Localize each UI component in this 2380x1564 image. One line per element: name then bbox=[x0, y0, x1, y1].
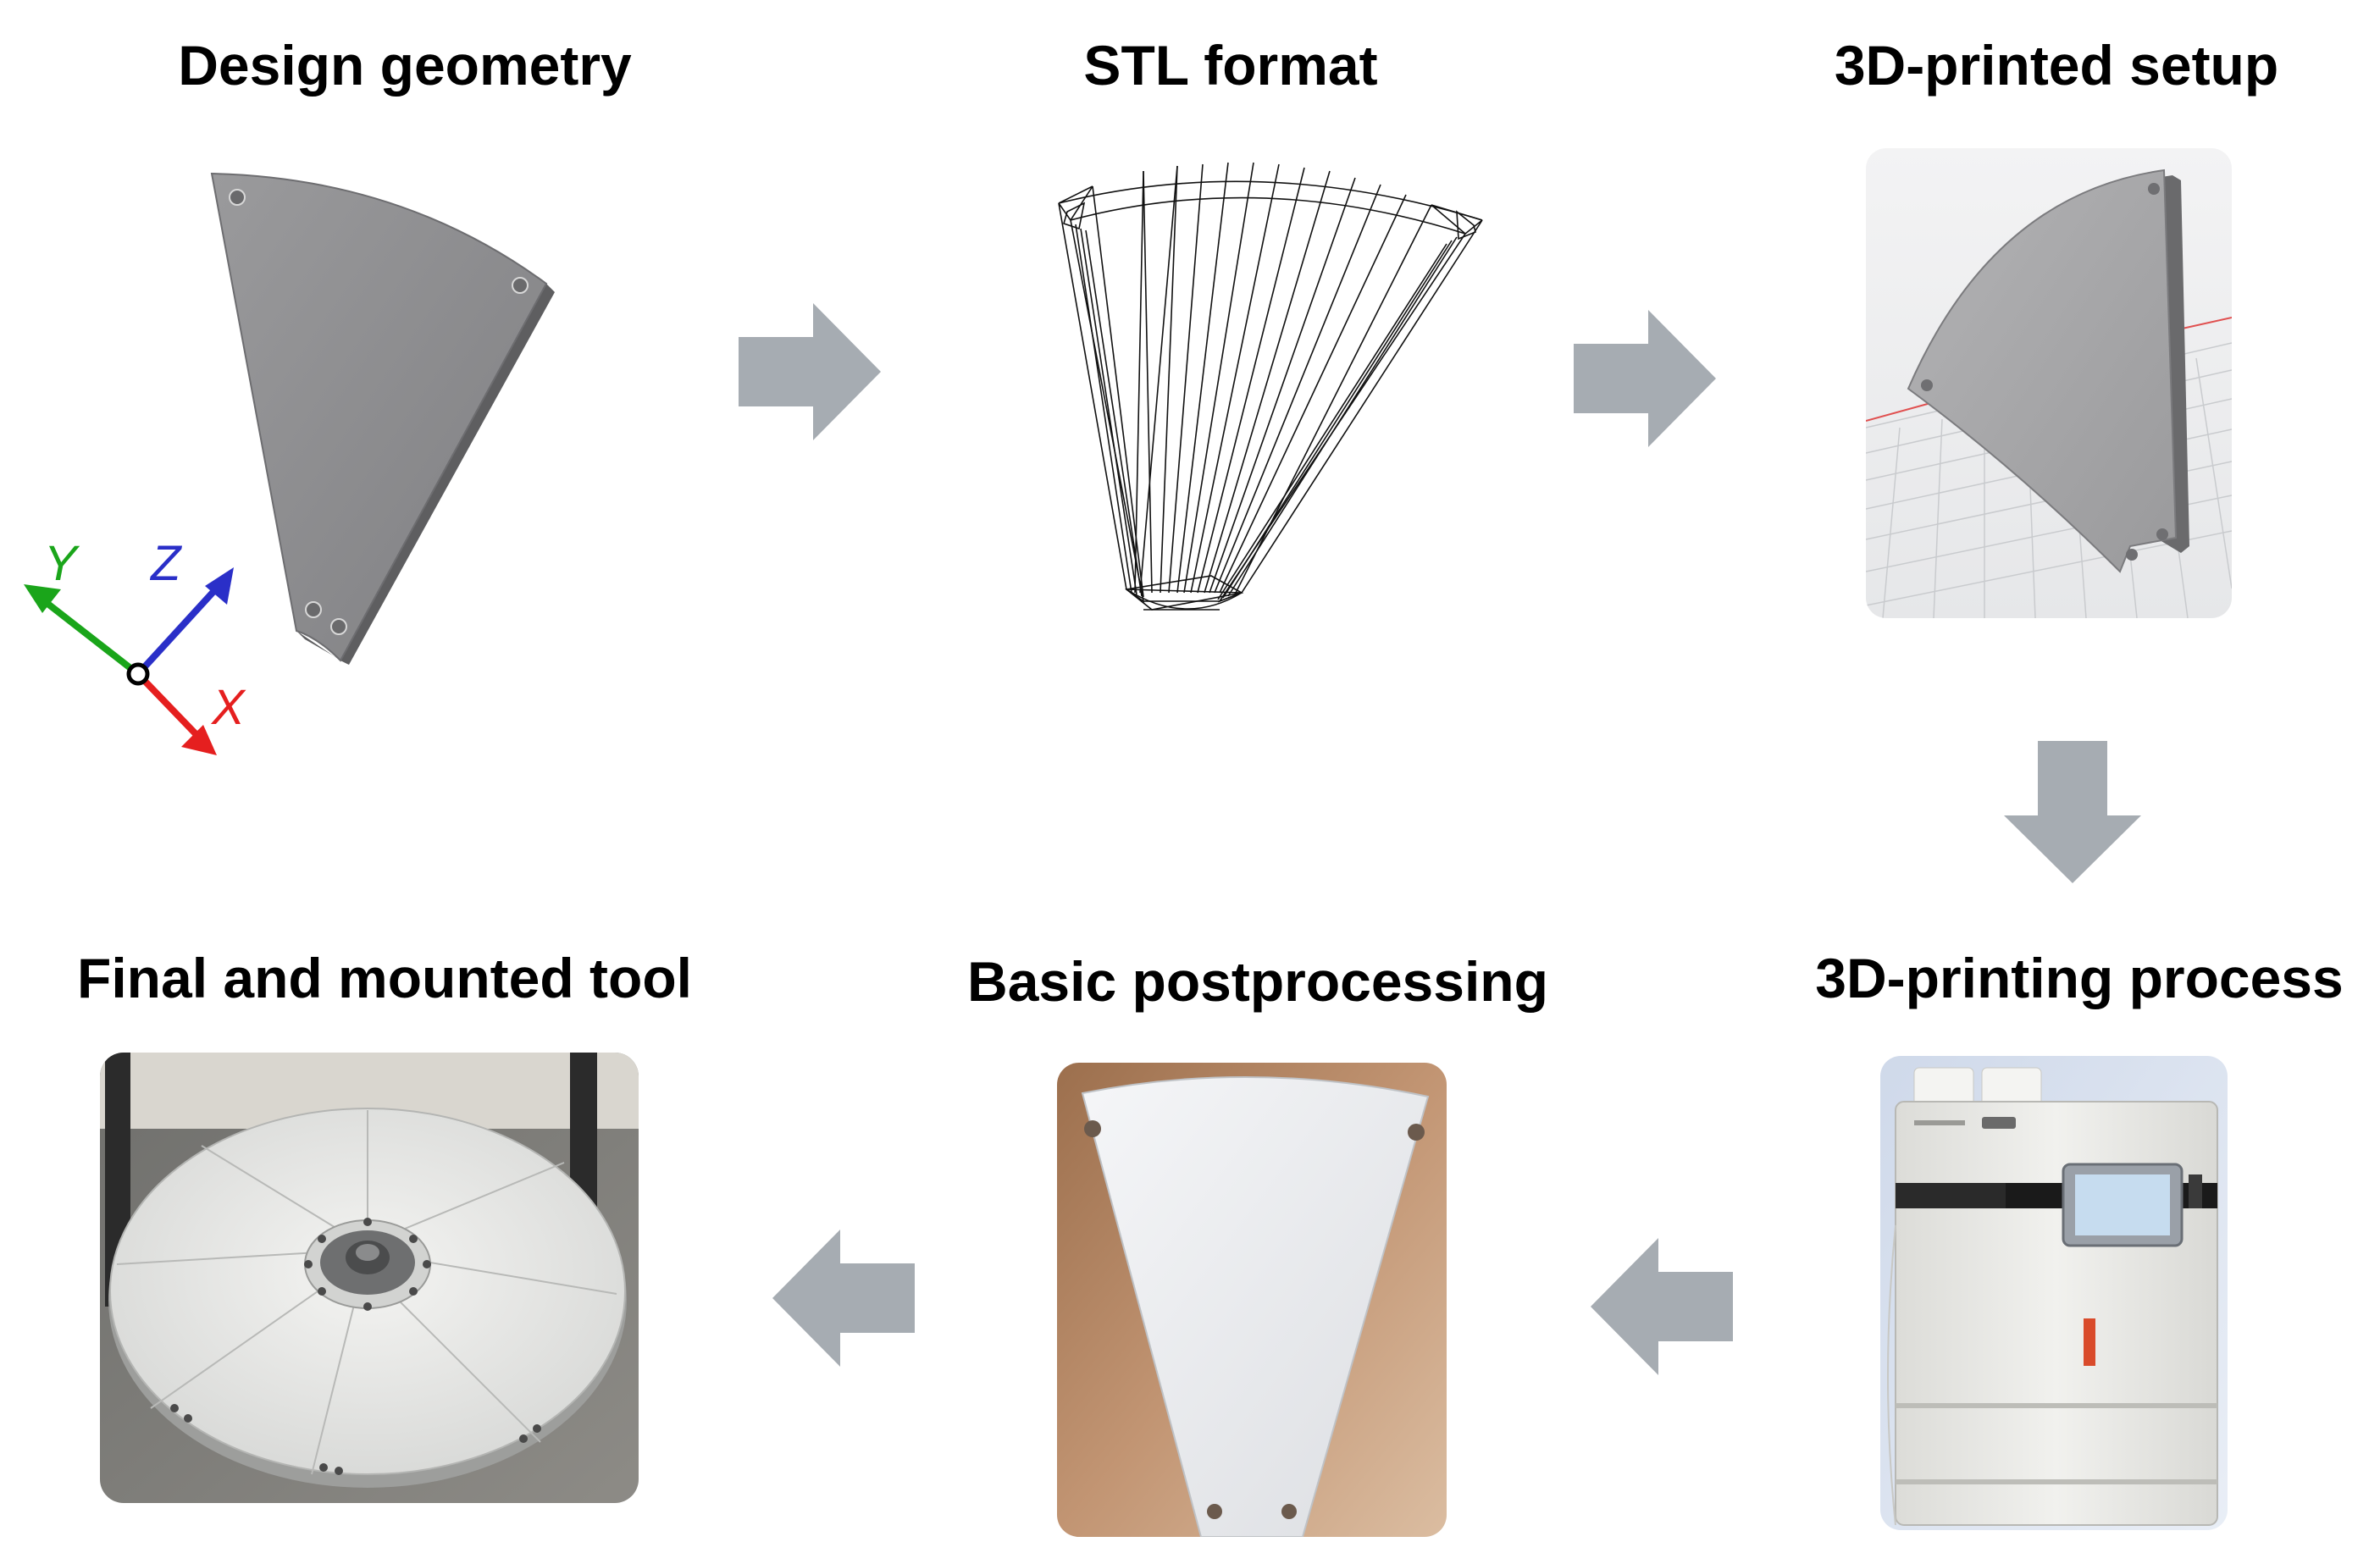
coordinate-axes-icon bbox=[24, 567, 234, 755]
title-stl-format: STL format bbox=[1083, 34, 1378, 97]
postprocessed-part-photo bbox=[1057, 1063, 1447, 1537]
axis-z-label: Z bbox=[151, 536, 181, 591]
axis-y-label: Y bbox=[44, 536, 77, 591]
title-design-geometry: Design geometry bbox=[178, 34, 632, 97]
title-3d-printing-process: 3D-printing process bbox=[1815, 947, 2344, 1009]
block-arrow-icon bbox=[739, 303, 881, 440]
stl-wireframe-mesh bbox=[1058, 162, 1483, 611]
axis-x-label: X bbox=[212, 680, 245, 735]
block-arrow-icon bbox=[772, 1230, 915, 1367]
title-3d-printed-setup: 3D-printed setup bbox=[1834, 34, 2279, 97]
title-basic-postprocessing: Basic postprocessing bbox=[967, 950, 1548, 1013]
block-arrow-icon bbox=[1591, 1238, 1733, 1375]
mounted-tool-photo bbox=[100, 1053, 639, 1503]
cad-sector-part bbox=[210, 172, 555, 665]
block-arrow-icon bbox=[1574, 310, 1716, 447]
3d-printer-photo bbox=[1880, 1056, 2228, 1530]
slicer-preview-image bbox=[1866, 148, 2232, 618]
title-final-mounted-tool: Final and mounted tool bbox=[77, 947, 692, 1009]
block-arrow-icon bbox=[2004, 741, 2141, 883]
